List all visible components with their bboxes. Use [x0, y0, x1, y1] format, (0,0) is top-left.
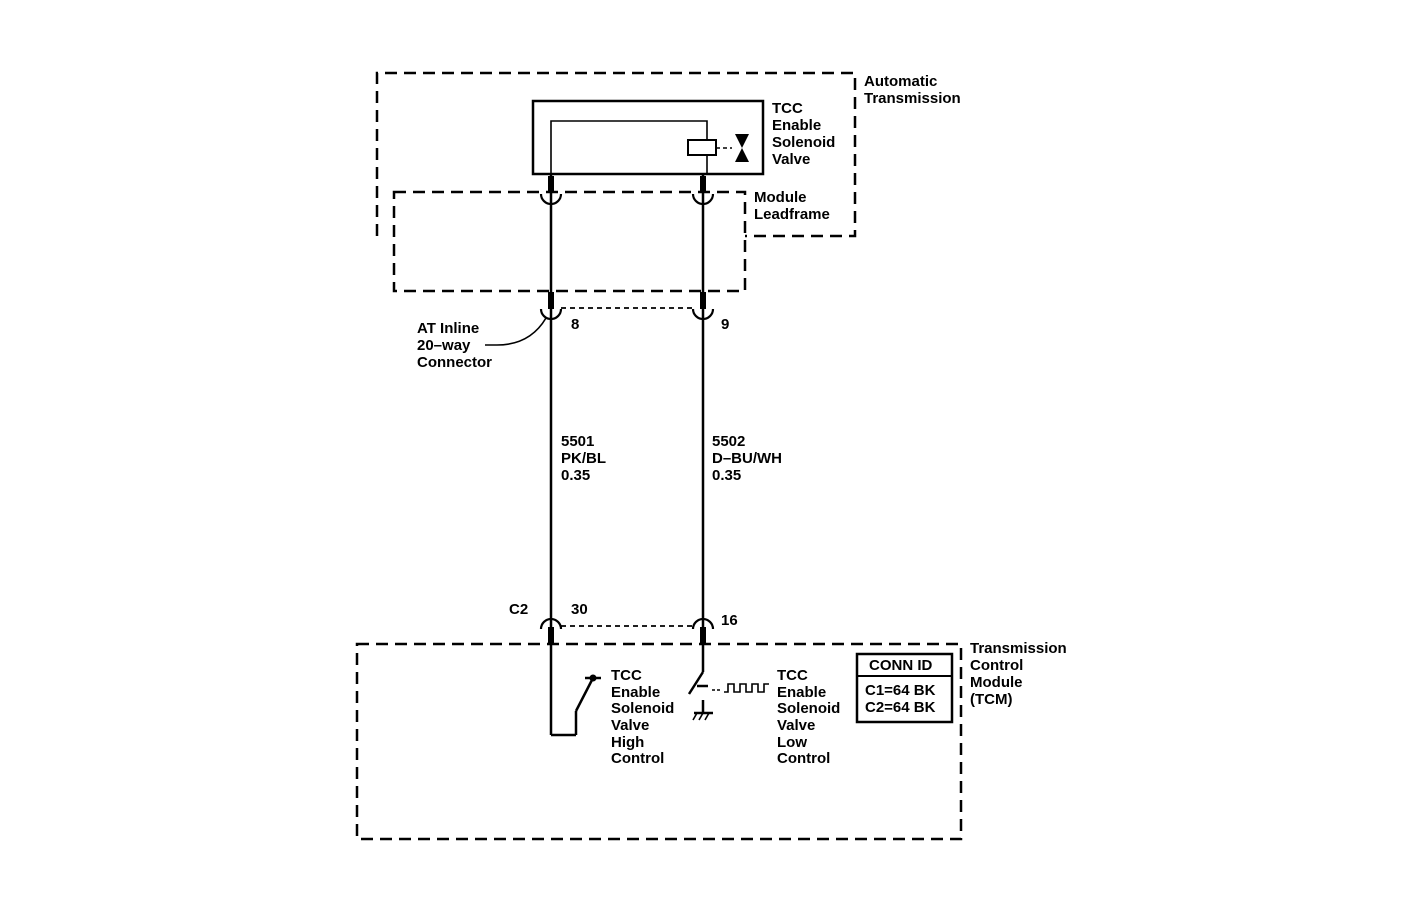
module-leadframe-label: Module Leadframe — [754, 189, 830, 223]
valve-icon — [735, 134, 749, 162]
wire-5501-label: 5501 PK/BL 0.35 — [561, 433, 610, 484]
conn-id-row-c1: C1=64 BK — [865, 682, 936, 699]
leadframe-pin-left — [539, 176, 563, 206]
solenoid-coil-icon — [687, 139, 717, 156]
tcc-solenoid-valve — [531, 99, 765, 176]
tcm-connector-name: C2 — [509, 601, 528, 618]
inline-connector-pin-8 — [539, 292, 563, 321]
high-side-switch-icon — [551, 674, 601, 737]
tcm-pin-30-label: 30 — [571, 601, 588, 618]
low-side-switch-icon — [687, 671, 708, 712]
tcm-label: Transmission Control Module (TCM) — [970, 640, 1071, 708]
solenoid-label: TCC Enable Solenoid Valve — [772, 100, 840, 168]
pwm-signal-icon — [712, 683, 769, 693]
module-leadframe-boundary — [392, 190, 747, 293]
inline-pin-9-label: 9 — [721, 316, 729, 333]
tcm-connector-pin-16 — [691, 617, 715, 643]
conn-id-row-c2: C2=64 BK — [865, 699, 936, 716]
low-control-label: TCC Enable Solenoid Valve Low Control — [777, 667, 845, 767]
tcm-pin-16-label: 16 — [721, 612, 738, 629]
wire-5502-label: 5502 D–BU/WH 0.35 — [712, 433, 786, 484]
inline-pin-8-label: 8 — [571, 316, 579, 333]
automatic-transmission-label: Automatic Transmission — [864, 73, 961, 107]
ground-icon — [692, 711, 713, 721]
conn-id-table: CONN ID C1=64 BK C2=64 BK — [855, 652, 954, 724]
high-control-label: TCC Enable Solenoid Valve High Control — [611, 667, 679, 767]
inline-connector-leader — [485, 317, 547, 346]
tcm-connector-pin-30 — [539, 617, 563, 643]
leadframe-pin-right — [691, 176, 715, 206]
conn-id-title: CONN ID — [869, 657, 933, 674]
automatic-transmission-boundary — [375, 71, 857, 238]
inline-connector-label: AT Inline 20–way Connector — [417, 320, 492, 371]
inline-connector-pin-9 — [691, 292, 715, 321]
